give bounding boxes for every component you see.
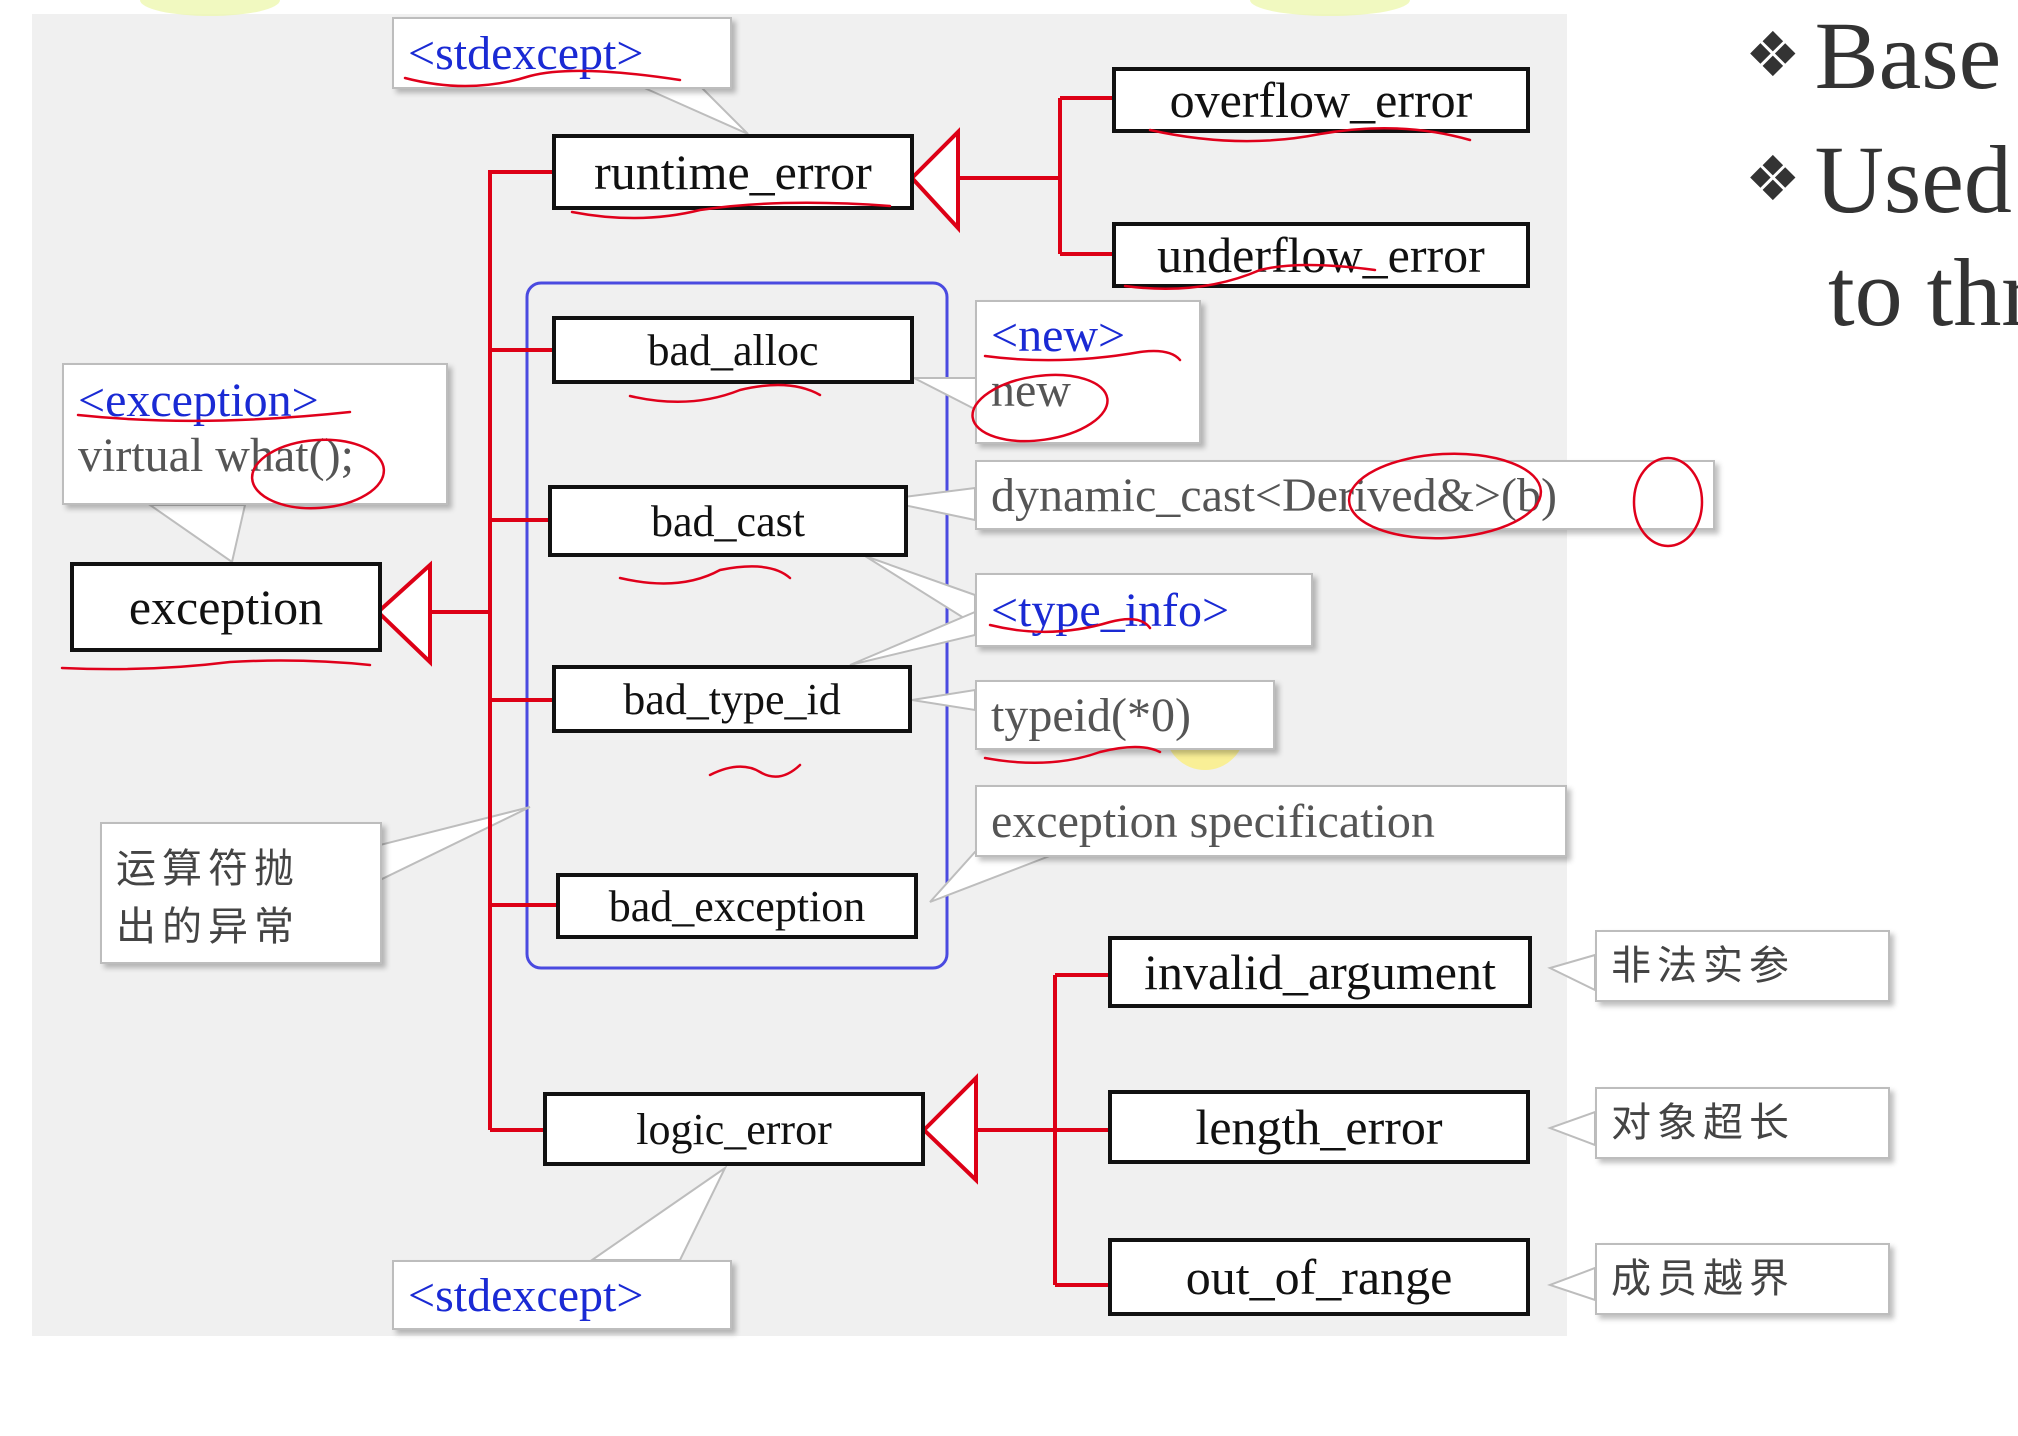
callout-pointers	[146, 85, 1596, 1302]
typeid-label: typeid(*0)	[991, 689, 1191, 742]
underline-underflow-error	[1123, 263, 1377, 290]
underline-typeid	[983, 745, 1162, 765]
dynamic-cast-note: dynamic_cast<Derived&>(b)	[975, 460, 1715, 530]
arrow-runtime-error	[909, 127, 960, 234]
stdexcept-bottom-label: <stdexcept>	[408, 1269, 644, 1322]
new-header-note: <new> new	[975, 300, 1201, 444]
class-out-of-range: out_of_range	[1108, 1238, 1530, 1316]
exception-specification-label: exception specification	[991, 795, 1435, 848]
header-stdexcept-bottom: <stdexcept>	[392, 1260, 732, 1330]
arrow-logic-error	[921, 1073, 978, 1185]
arrow-exception	[375, 560, 432, 667]
bullet-mark-icon: ❖	[1745, 18, 1801, 91]
inheritance-arrowheads	[375, 127, 978, 1185]
class-runtime-error: runtime_error	[552, 134, 914, 210]
underline-bad-alloc	[628, 383, 822, 403]
type-info-note: <type_info>	[975, 573, 1313, 647]
slide-bullets: ❖Base ❖Used to thr	[1745, 0, 2018, 360]
header-stdexcept-top: <stdexcept>	[392, 17, 732, 89]
bullet-base: ❖Base	[1745, 8, 2001, 104]
underline-new-header	[983, 349, 1182, 362]
dynamic-cast-label: dynamic_cast<Derived&>(b)	[991, 469, 1557, 522]
highlight-blob	[1250, 0, 1410, 16]
circle-b	[1632, 456, 1704, 548]
underline-exception	[60, 659, 372, 671]
highlight-blob	[140, 0, 280, 16]
invalid-argument-note: 非法实参	[1595, 930, 1890, 1002]
length-error-note: 对象超长	[1595, 1087, 1890, 1159]
underline-bad-cast	[618, 565, 792, 585]
class-length-error: length_error	[1108, 1090, 1530, 1164]
new-header-label: <new>	[991, 309, 1126, 362]
out-of-range-note: 成员越界	[1595, 1243, 1890, 1315]
exception-specification-note: exception specification	[975, 785, 1567, 857]
class-invalid-argument: invalid_argument	[1108, 936, 1532, 1008]
class-bad-type-id: bad_type_id	[552, 665, 912, 733]
operator-note-line2: 出的异常	[116, 904, 300, 950]
underline-runtime-error	[570, 201, 892, 220]
class-exception: exception	[70, 562, 382, 652]
class-underflow-error: underflow_error	[1112, 222, 1530, 288]
class-bad-cast: bad_cast	[548, 485, 908, 557]
class-logic-error: logic_error	[543, 1092, 925, 1166]
out-of-range-note-label: 成员越界	[1611, 1256, 1795, 1302]
bullet-used: ❖Used	[1745, 132, 2012, 228]
operator-note-line1: 运算符抛	[116, 846, 300, 892]
bullet-used-text: Used	[1814, 126, 2012, 233]
class-bad-exception: bad_exception	[556, 873, 918, 939]
invalid-argument-note-label: 非法实参	[1611, 943, 1795, 989]
underline-bad-type-id	[708, 763, 802, 778]
circle-derived	[1347, 452, 1543, 540]
pointer-exception-note	[146, 504, 247, 564]
typeid-note: typeid(*0)	[975, 680, 1275, 750]
class-overflow-error: overflow_error	[1112, 67, 1530, 133]
bullet-used-continuation: to thr	[1828, 239, 2018, 346]
operator-exceptions-note: 运算符抛 出的异常	[100, 822, 382, 964]
new-operator-label: new	[991, 364, 1071, 418]
inheritance-connectors	[430, 96, 1112, 1287]
length-error-note-label: 对象超长	[1611, 1100, 1795, 1146]
type-info-label: <type_info>	[991, 584, 1230, 637]
virtual-what-label: virtual what();	[78, 429, 354, 483]
underline-stdexcept-top	[403, 69, 682, 88]
underline-exception-header	[76, 410, 352, 423]
bullet-base-text: Base	[1814, 2, 2002, 109]
underline-type-info	[988, 617, 1152, 634]
bullet-mark-icon: ❖	[1745, 142, 1801, 215]
underline-overflow-error	[1148, 127, 1472, 143]
circle-new	[971, 373, 1109, 443]
class-bad-alloc: bad_alloc	[552, 316, 914, 384]
circle-what	[250, 438, 386, 510]
